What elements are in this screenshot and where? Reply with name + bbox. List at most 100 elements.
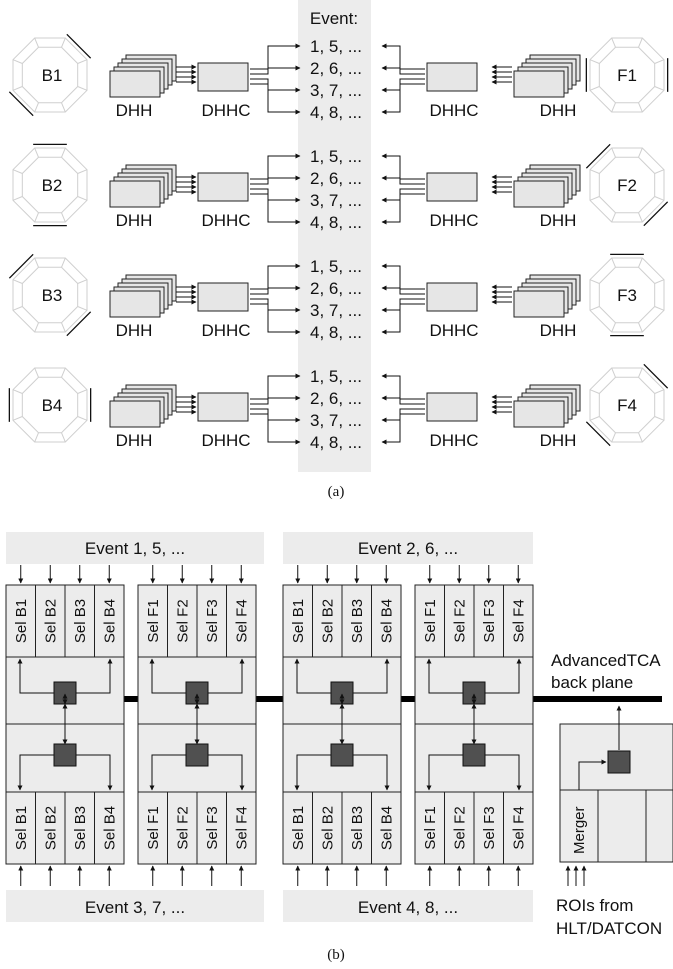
event-assignment: 2, 6, ... [310, 169, 362, 188]
event-label-bottom-left: Event 3, 7, ... [85, 898, 185, 917]
selector-slot [341, 584, 372, 658]
selector-slot [167, 584, 198, 658]
dhh-label: DHH [116, 431, 153, 450]
detector-label-right: F1 [617, 66, 637, 85]
selector-slot [341, 791, 372, 865]
event-assignment: 4, 8, ... [310, 433, 362, 452]
backplane-label-line1: AdvancedTCA [551, 651, 661, 670]
detector-label-right: F4 [617, 396, 637, 415]
dhhc-board-left [197, 172, 249, 202]
merger-board: Merger [559, 705, 673, 886]
event-assignment: 1, 5, ... [310, 37, 362, 56]
detector-label-left: B2 [42, 176, 63, 195]
selector-label: Sel F3 [481, 806, 498, 849]
selector-label: Sel F3 [204, 806, 221, 849]
dhhc-label: DHHC [201, 321, 250, 340]
event-assignment: 3, 7, ... [310, 81, 362, 100]
selector-slot [196, 584, 227, 658]
dhhc-board-right [426, 62, 478, 92]
dhh-label: DHH [540, 321, 577, 340]
event-assignment: 2, 6, ... [310, 389, 362, 408]
selector-label: Sel F1 [145, 599, 162, 642]
fpga-chip [53, 743, 77, 767]
dhhc-board-left [197, 392, 249, 422]
panel-b: Event 1, 5, ... Event 2, 6, ... Event 3,… [5, 532, 673, 963]
dhhc-label: DHHC [429, 431, 478, 450]
selector-label: Sel F4 [510, 599, 527, 642]
dhh-board [109, 180, 161, 208]
event-assignment: 4, 8, ... [310, 213, 362, 232]
event-band-top-left [6, 532, 264, 564]
selector-label: Sel B3 [72, 599, 89, 643]
selector-slot [282, 584, 313, 658]
selector-label: Sel B3 [349, 599, 366, 643]
dhh-label: DHH [540, 101, 577, 120]
selector-label: Sel F1 [422, 806, 439, 849]
selector-label: Sel B3 [349, 806, 366, 850]
dhh-board [513, 70, 565, 98]
selector-label: Sel B1 [290, 806, 307, 850]
dhh-board [109, 400, 161, 428]
event-assignment: 4, 8, ... [310, 103, 362, 122]
selector-slot [5, 791, 36, 865]
event-band-bottom-right [283, 890, 533, 922]
dhhc-board-left [197, 62, 249, 92]
selector-label: Sel B4 [378, 806, 395, 850]
selector-label: Sel B1 [13, 599, 30, 643]
event-assignment: 1, 5, ... [310, 147, 362, 166]
selector-slot [226, 584, 257, 658]
selector-slot [35, 791, 66, 865]
event-assignment: 1, 5, ... [310, 367, 362, 386]
dhhc-label: DHHC [201, 211, 250, 230]
merger-fpga-chip [607, 750, 631, 774]
event-assignment: 2, 6, ... [310, 59, 362, 78]
event-band-top-right [283, 532, 533, 564]
ladder-segment [585, 421, 611, 447]
selector-label: Sel F2 [174, 599, 191, 642]
carrier-board-8: Sel F1 Sel F2 Sel F3 Sel F4 [414, 703, 534, 886]
selector-label: Sel F2 [451, 806, 468, 849]
ladder-segment [66, 311, 92, 337]
selector-label: Sel F4 [510, 806, 527, 849]
selector-slot [312, 584, 343, 658]
event-header: Event: [310, 9, 358, 28]
dhh-board [513, 180, 565, 208]
roi-label-line2: HLT/DATCON [556, 919, 662, 938]
dhhc-label: DHHC [429, 211, 478, 230]
selector-slot [503, 584, 534, 658]
dhhc-board-right [426, 282, 478, 312]
event-column-background [298, 0, 371, 472]
dhh-board [513, 290, 565, 318]
selector-slot [444, 584, 475, 658]
selector-slot [473, 791, 504, 865]
ladder-segment [8, 91, 34, 117]
dhhc-label: DHHC [201, 101, 250, 120]
dhhc-board-right [426, 392, 478, 422]
fpga-chip [462, 743, 486, 767]
roi-label-line1: ROIs from [556, 896, 633, 915]
dhh-label: DHH [116, 211, 153, 230]
event-label-bottom-right: Event 4, 8, ... [358, 898, 458, 917]
dhhc-label: DHHC [429, 101, 478, 120]
selector-slot [64, 791, 95, 865]
event-label-top-left: Event 1, 5, ... [85, 539, 185, 558]
dhhc-board-left [197, 282, 249, 312]
dhhc-board-right [426, 172, 478, 202]
ladder-segment [66, 33, 92, 59]
event-assignment: 3, 7, ... [310, 411, 362, 430]
selector-label: Sel B3 [72, 806, 89, 850]
ladder-segment [643, 201, 669, 227]
caption-a: (a) [328, 484, 345, 500]
dhh-board [109, 290, 161, 318]
selector-slot [196, 791, 227, 865]
detector-label-right: F3 [617, 286, 637, 305]
selector-slot [167, 791, 198, 865]
detector-label-left: B3 [42, 286, 63, 305]
detector-label-left: B1 [42, 66, 63, 85]
